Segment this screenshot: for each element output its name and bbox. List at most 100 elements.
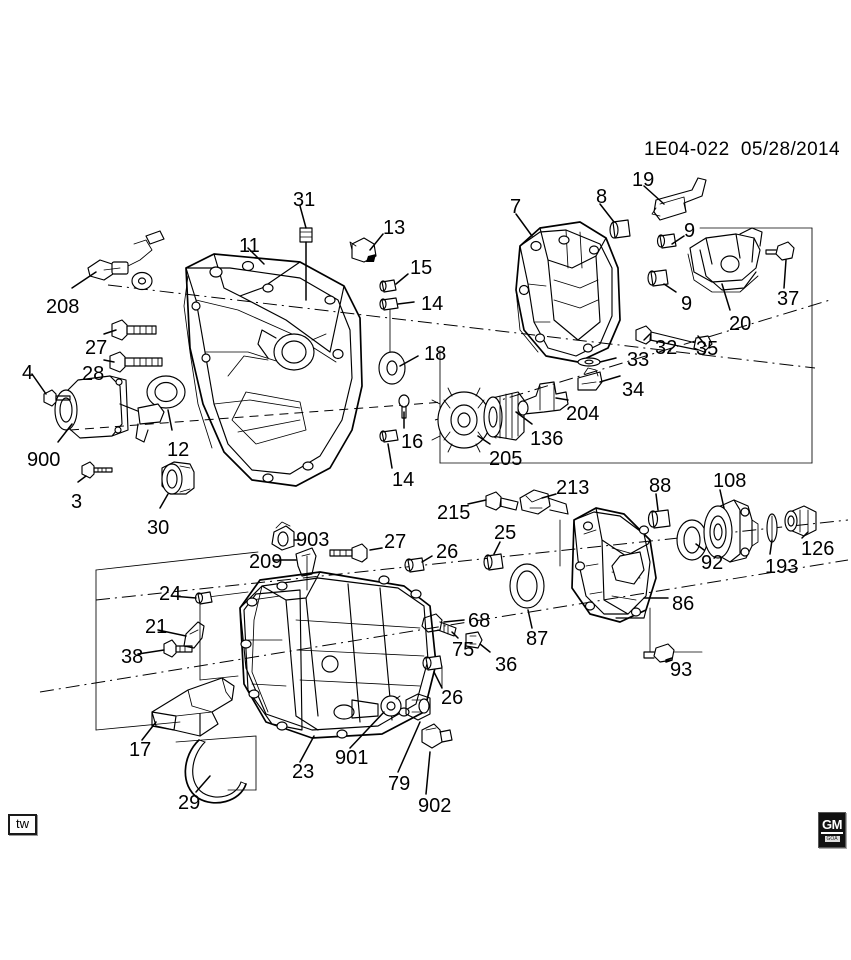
part-9b-bushing [647,269,669,287]
part-902-switch [421,723,453,749]
part-13-switch [349,237,377,263]
callout-38: 38 [121,646,144,668]
part-33-seal [577,357,617,367]
part-20-mount [687,227,763,293]
callout-9a: 9 [684,220,696,242]
callout-136: 136 [530,428,564,450]
callout-193: 193 [765,556,799,578]
callout-7: 7 [510,196,522,218]
part-901-washer [380,695,402,717]
callout-208: 208 [46,296,80,318]
part-126-nut [784,505,817,537]
callout-213: 213 [556,477,590,499]
callout-25: 25 [494,522,517,544]
part-26b-bushing [422,655,443,671]
callout-75: 75 [452,639,475,661]
callout-14a: 14 [421,293,444,315]
part-18-washer [378,351,406,385]
part-15-bushing [379,279,397,293]
part-208-sensor [87,230,165,281]
gm-logo: GM GOA [818,812,846,848]
callout-12: 12 [167,439,190,461]
part-8-bushing [609,219,631,239]
callout-37: 37 [777,288,800,310]
callout-26a: 26 [436,541,459,563]
callout-23: 23 [292,761,315,783]
leader-lines [31,185,809,795]
part-204-shaft [517,381,569,416]
part-27-bolt [111,319,157,341]
part-79-plug [405,693,431,721]
callout-11: 11 [239,235,260,257]
part-209-retainer [295,547,317,577]
callout-31: 31 [293,189,316,211]
callout-29: 29 [178,792,201,814]
part-14b-bushing [379,429,399,443]
callout-204: 204 [566,403,600,425]
callout-68: 68 [468,610,491,632]
part-87-seal [509,563,545,609]
callout-14b: 14 [392,469,415,491]
part-21-detent [183,621,205,649]
callout-27: 27 [85,337,108,359]
gm-logo-text: GM [821,817,843,834]
callout-93: 93 [670,659,693,681]
part-86-extension-housing [571,507,657,623]
callout-108: 108 [713,470,747,492]
part-208-washer [131,271,153,291]
callout-87: 87 [526,628,549,650]
part-29-retaining-ring [184,739,247,804]
part-38-bolt [163,639,193,658]
part-93-bolt [643,643,675,663]
callout-209: 209 [249,551,283,573]
part-23-transmission-case [239,571,437,739]
callout-19: 19 [632,169,655,191]
callout-79: 79 [388,773,411,795]
callout-92: 92 [701,552,724,574]
callout-15: 15 [410,257,433,279]
part-4-bolt [43,389,71,407]
part-903-clip [271,521,295,551]
part-24-bushing [194,591,213,605]
callout-88: 88 [649,475,672,497]
part-3-bolt [81,461,113,479]
part-25-bushing [483,553,504,571]
part-30-plug [161,461,195,495]
part-19-bracket [651,177,707,221]
callout-3: 3 [71,491,83,513]
callout-215: 215 [437,502,471,524]
revision-tag: tw [8,814,37,835]
part-108-yoke [703,499,759,563]
part-35-washer [693,335,713,353]
callout-24: 24 [159,583,182,605]
part-68-switch [421,613,457,637]
callout-27b: 27 [384,531,407,553]
callout-34: 34 [622,379,645,401]
part-17-bracket [151,677,235,737]
part-31-plug [299,227,313,301]
part-34-magnet [577,367,603,391]
part-205-drive-gear [431,387,497,453]
part-193-snap-ring [766,513,778,543]
callout-33: 33 [627,349,650,371]
callout-36: 36 [495,654,518,676]
callout-13: 13 [383,217,406,239]
callout-18: 18 [424,343,447,365]
part-215-bolt [485,491,519,511]
callout-901: 901 [335,747,369,769]
part-12-seal [146,375,186,409]
part-11-clutch-housing [183,253,363,487]
callout-28: 28 [82,363,105,385]
callout-32: 32 [655,337,678,359]
part-9a-bushing [656,233,677,249]
callout-16: 16 [401,431,424,453]
callout-26b: 26 [441,687,464,709]
callout-17: 17 [129,739,152,761]
part-28-bolt [109,351,163,373]
part-37-bolt [765,241,795,289]
callout-30: 30 [147,517,170,539]
callout-35: 35 [696,338,719,360]
part-136-driven-gear [483,391,525,441]
